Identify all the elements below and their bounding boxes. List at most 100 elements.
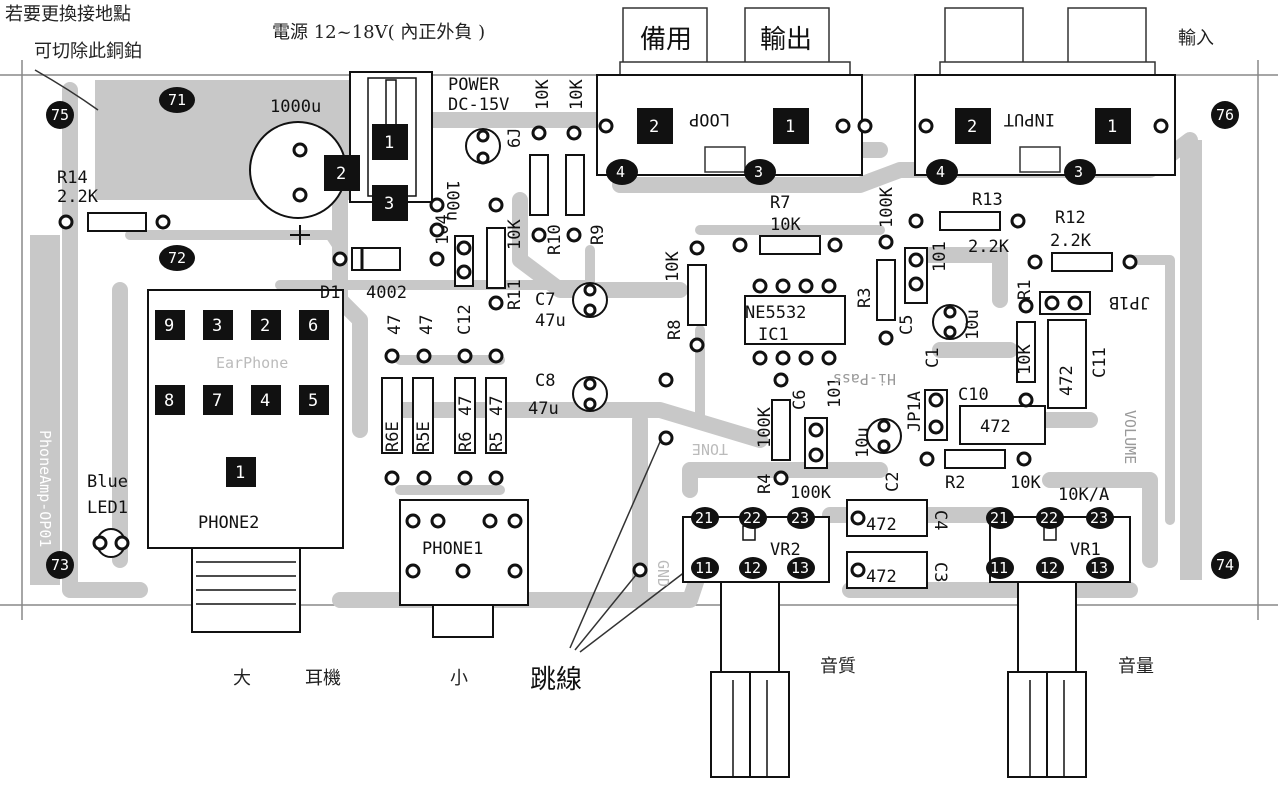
vr2-pin-21: 21 <box>695 509 713 527</box>
c4-value: 472 <box>866 515 897 535</box>
vr1-label: VR1 <box>1070 540 1101 560</box>
r7-value: 10K <box>770 215 801 235</box>
tone-note: 音質 <box>820 656 856 677</box>
phone2-pin-1: 1 <box>235 463 245 483</box>
c9-cap: 100u <box>442 180 462 221</box>
r5e-value: 47 <box>417 315 437 335</box>
ic-name: NE5532 <box>745 303 806 323</box>
r14-value: 2.2K <box>57 187 99 207</box>
vr2-label: VR2 <box>770 540 801 560</box>
vr2-pin-13: 13 <box>791 559 809 577</box>
phone2-pin-6: 6 <box>308 316 318 336</box>
c7-value: 47u <box>535 311 566 331</box>
diode-d1: D1 4002 <box>320 247 407 303</box>
pj-pin-3: 3 <box>384 194 394 214</box>
c3-label: C3 <box>930 562 950 582</box>
power-title: POWER <box>448 75 500 95</box>
input-note: 輸入 <box>1178 28 1214 49</box>
r6e-value: 47 <box>385 315 405 335</box>
c5-value: 101 <box>930 241 950 272</box>
input-pin-2: 2 <box>967 117 977 137</box>
c3-value: 472 <box>866 567 897 587</box>
vr1-pin-21: 21 <box>990 509 1008 527</box>
r10-value: 10K <box>533 79 553 110</box>
c1-label: C1 <box>923 348 943 368</box>
phone1-jack: PHONE1 <box>399 499 529 638</box>
d1-part: 4002 <box>366 283 407 303</box>
left-credit: PhoneAmp-OP01 <box>36 430 54 547</box>
r5e-label: R5E <box>414 421 434 452</box>
c8-label: C8 <box>535 371 555 391</box>
c4-label: C4 <box>930 510 950 530</box>
c9-value: 6J <box>505 128 525 148</box>
vr1-value: 10K/A <box>1058 485 1109 505</box>
phone2-pin-8: 8 <box>164 391 174 411</box>
phone2-pin-5: 5 <box>308 391 318 411</box>
phone2-pin-9: 9 <box>164 316 174 336</box>
r5-value: 47 <box>487 396 507 416</box>
vr2-value: 100K <box>790 483 832 503</box>
r3-value: 100K <box>877 186 897 228</box>
part-labels: 104 C12 R11 10K 10K R10 10K R9 6J 100u C… <box>383 79 1150 588</box>
loop-pin-3: 3 <box>754 163 763 181</box>
small-note: 小 <box>450 668 468 689</box>
input-pin-1: 1 <box>1107 117 1117 137</box>
phone2-pin-7: 7 <box>212 391 222 411</box>
c12-label: C12 <box>455 304 475 335</box>
phone2-pin-4: 4 <box>260 391 270 411</box>
power-voltage: DC-15V <box>448 95 509 115</box>
pj-pin-2: 2 <box>336 164 346 184</box>
r5-label: R5 <box>487 432 507 452</box>
r2-label: R2 <box>945 473 965 493</box>
input-jack-label: INPUT <box>1004 109 1055 129</box>
c5-label: C5 <box>897 315 917 335</box>
mount-pad-74: 74 <box>1216 556 1234 574</box>
spare-jack-label: 備用 <box>640 25 692 55</box>
vr1-pin-11: 11 <box>990 559 1008 577</box>
vr2-pin-23: 23 <box>791 509 809 527</box>
vr2-pin-12: 12 <box>743 559 761 577</box>
r6e-label: R6E <box>383 421 403 452</box>
loop-jack-label: LOOP <box>689 109 730 129</box>
pot-shafts <box>710 581 1087 778</box>
copper-traces <box>30 80 1202 608</box>
vr1-pin-22: 22 <box>1040 509 1058 527</box>
pad-71: 71 <box>168 91 186 109</box>
gnd-silk: GND <box>654 560 672 587</box>
volume-silk: VOLUME <box>1121 410 1139 464</box>
numbered-pads: 4 3 4 3 21 22 23 11 12 13 21 22 23 11 12… <box>46 87 1239 579</box>
power-supply-note: 電源 12~18V( 內正外負 ) <box>272 22 485 43</box>
loop-pin-2: 2 <box>649 117 659 137</box>
r12-value: 2.2K <box>1050 231 1092 251</box>
r1-value: 10K <box>1015 344 1035 375</box>
r11-value: 10K <box>505 219 525 250</box>
r6-label: R6 <box>456 432 476 452</box>
side-credit: George & Charles PhoneAmp-OP01 <box>1228 140 1246 411</box>
output-jack-label: 輸出 <box>760 25 812 55</box>
tone-silk: TONE <box>692 440 728 458</box>
c7-label: C7 <box>535 290 555 310</box>
small-electrolytics <box>96 128 968 558</box>
c10-value: 472 <box>980 417 1011 437</box>
volume-note: 音量 <box>1118 656 1154 677</box>
mount-pad-75: 75 <box>51 106 69 124</box>
jp1a-label: JP1A <box>905 391 925 432</box>
r11-label: R11 <box>505 279 525 310</box>
blue-label: Blue <box>87 472 128 492</box>
vr1-pin-13: 13 <box>1090 559 1108 577</box>
rca-jacks-top: 備用 輸出 LOOP INPUT <box>596 7 1176 176</box>
r4-value: 100K <box>755 406 775 448</box>
pj-pin-1: 1 <box>384 133 394 153</box>
c6-label: C6 <box>790 390 810 410</box>
c1-value: 10u <box>963 309 983 340</box>
c8-value: 47u <box>528 399 559 419</box>
c10-label: C10 <box>958 385 989 405</box>
square-pads: 1 2 3 2 1 2 1 9 3 2 6 8 7 4 5 1 <box>155 108 1131 487</box>
mount-pad-73: 73 <box>51 556 69 574</box>
r2-value: 10K <box>1010 473 1041 493</box>
pad-72: 72 <box>168 249 186 267</box>
large-note: 大 <box>233 668 251 689</box>
phone2-label: PHONE2 <box>198 513 259 533</box>
jumper-note: 跳線 <box>530 665 582 695</box>
